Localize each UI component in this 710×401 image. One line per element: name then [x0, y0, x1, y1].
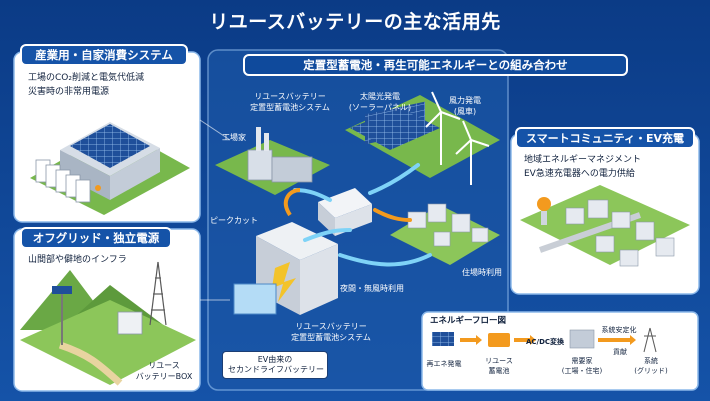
night-use-label: 夜間・無風時利用 [340, 284, 404, 293]
flow-icons [432, 327, 657, 353]
storage-top-label1: リユースバッテリー [254, 92, 326, 101]
center-panel-heading: 定置型蓄電池・再生可能エネルギーとの組み合わせ [243, 54, 628, 76]
flow-arrows-mini [460, 335, 636, 345]
flow-demand-label1: 需要家 [571, 357, 593, 365]
house-mini-icon [569, 329, 595, 349]
solar-panel-array-icon [350, 108, 440, 150]
offgrid-box-label2: バッテリーBOX [135, 372, 193, 381]
battery-container-icon [318, 188, 372, 236]
large-battery-container-icon [256, 222, 338, 315]
storage-bottom-label1: リユースバッテリー [295, 322, 367, 331]
storage-top-label2: 定置型蓄電池システム [250, 103, 330, 112]
flow-heading: エネルギーフロー図 [430, 316, 506, 326]
pylon-mini-icon [643, 327, 657, 353]
smart-community-illustration [520, 185, 690, 267]
houses-icon [407, 203, 489, 247]
flow-grid-label1: 系統 [644, 357, 658, 365]
energy-flow-box [421, 311, 699, 391]
smart-line2: EV急速充電器への電力供給 [524, 169, 635, 179]
offgrid-box-label1: リユース [148, 361, 180, 370]
factory-rooftop-solar-illustration [30, 122, 190, 215]
smart-line1: 地域エネルギーマネジメント [524, 155, 642, 165]
wind-label2: (風車) [453, 107, 477, 116]
industry-panel-heading: 産業用・自家消費システム [20, 44, 188, 66]
flow-grid-label2: (グリッド) [634, 367, 668, 375]
energy-flow-arrows [293, 163, 432, 267]
wind-turbine-icon [425, 91, 490, 185]
ev-battery-module-icon [233, 283, 277, 315]
page-title: リユースバッテリーの主な活用先 [209, 11, 501, 33]
flow-demand-label2: (工場・住宅) [561, 367, 603, 375]
offgrid-panel-heading: オフグリッド・独立電源 [20, 227, 172, 249]
flow-renewable-label: 再エネ発電 [426, 360, 462, 368]
ev-box-line2: セカンドライフバッテリー [228, 365, 324, 374]
industry-line2: 災害時の非常用電源 [28, 87, 110, 97]
flow-acdc-label: AC/DC変換 [525, 338, 565, 346]
home-use-label: 住場時利用 [462, 268, 502, 277]
peak-cut-label: ピークカット [210, 216, 258, 225]
flow-stabilize-label: 系統安定化 [601, 326, 637, 334]
wind-label1: 風力発電 [449, 96, 481, 105]
ev-box-line1: EV由来の [257, 355, 293, 364]
factory-label: 工場家 [222, 133, 246, 142]
solar-mini-icon [432, 332, 454, 346]
industry-line1: 工場のCO₂削減と電気代低減 [28, 73, 144, 83]
solar-label2: (ソーラーパネル) [348, 103, 412, 112]
storage-bottom-label2: 定置型蓄電池システム [291, 333, 371, 342]
battery-mini-icon [488, 333, 510, 347]
flow-battery-label1: リユース [485, 357, 513, 365]
offgrid-line1: 山間部や僻地のインフラ [28, 255, 127, 265]
flow-contribute-label: 貢献 [613, 348, 627, 356]
flow-battery-label2: 蓄電池 [488, 367, 510, 375]
smart-panel-heading: スマートコミュニティ・EV充電 [515, 127, 695, 149]
factory-icon [247, 127, 313, 183]
ev-battery-box: EV由来の セカンドライフバッテリー [222, 351, 328, 379]
mountain-offgrid-illustration [20, 261, 196, 386]
solar-label1: 太陽光発電 [360, 92, 400, 101]
